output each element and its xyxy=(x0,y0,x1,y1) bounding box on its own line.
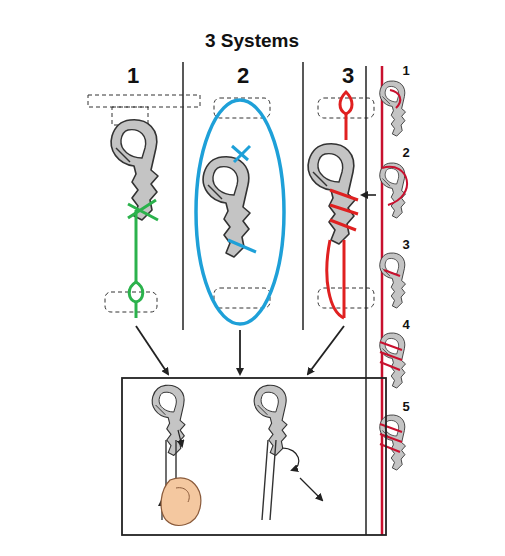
step-number: 5 xyxy=(401,400,410,413)
step-number: 2 xyxy=(401,146,410,159)
system-number: 2 xyxy=(237,65,249,87)
step-number: 1 xyxy=(401,64,410,77)
system-number: 1 xyxy=(127,65,139,87)
step-number: 3 xyxy=(401,238,410,251)
diagram-title: 3 Systems xyxy=(205,31,299,50)
step-number: 4 xyxy=(401,318,410,331)
system-number: 3 xyxy=(342,65,354,87)
